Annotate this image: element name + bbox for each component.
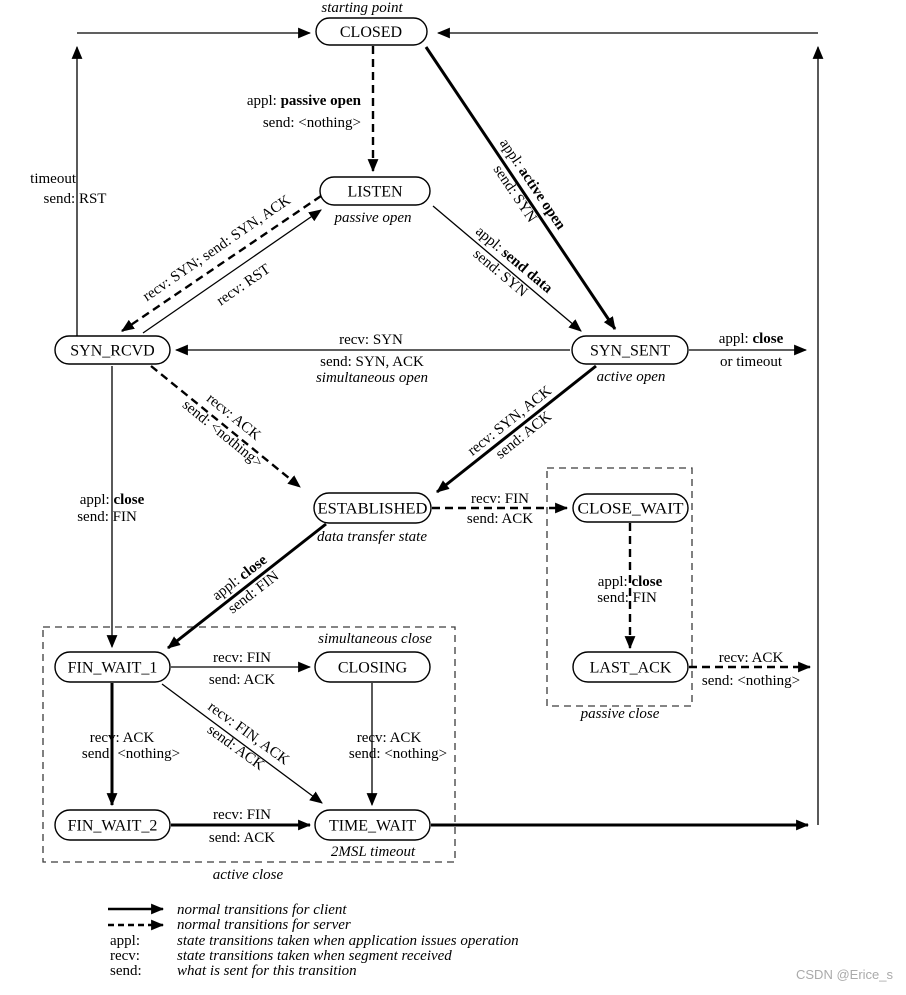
state-fin-wait-1-label: FIN_WAIT_1 bbox=[68, 660, 158, 677]
state-time-wait-label: TIME_WAIT bbox=[329, 818, 416, 835]
label-closewait-lastack-appl: appl: close bbox=[598, 574, 663, 590]
state-syn-rcvd: SYN_RCVD bbox=[54, 335, 171, 365]
state-syn-sent-label: SYN_SENT bbox=[590, 343, 670, 360]
legend-recv-desc: state transitions taken when segment rec… bbox=[177, 948, 452, 964]
annotation-passive-close: passive close bbox=[580, 706, 660, 722]
label-finwait2-timewait-recv: recv: FIN bbox=[213, 807, 271, 823]
watermark: CSDN @Erice_s bbox=[796, 967, 893, 982]
passive-close-box bbox=[546, 467, 693, 707]
annotation-simultaneous-close: simultaneous close bbox=[318, 631, 432, 647]
state-listen: LISTEN bbox=[319, 176, 431, 206]
state-fin-wait-1: FIN_WAIT_1 bbox=[54, 651, 171, 683]
label-finwait1-finwait2-send: send: <nothing> bbox=[82, 746, 180, 762]
annotation-starting-point: starting point bbox=[321, 0, 403, 16]
state-fin-wait-2-label: FIN_WAIT_2 bbox=[68, 818, 158, 835]
edge-listen-synsent bbox=[432, 205, 582, 332]
state-fin-wait-2: FIN_WAIT_2 bbox=[54, 809, 171, 841]
annotation-2msl-timeout: 2MSL timeout bbox=[331, 844, 416, 860]
annotation-active-close: active close bbox=[213, 867, 284, 883]
label-established-closewait-send: send: ACK bbox=[467, 511, 533, 527]
state-syn-rcvd-label: SYN_RCVD bbox=[70, 343, 154, 360]
label-lastack-closed-recv: recv: ACK bbox=[719, 650, 784, 666]
annotation-data-transfer-state: data transfer state bbox=[317, 529, 427, 545]
edge-synsent-established bbox=[436, 364, 597, 494]
label-synsent-synrcvd-recv: recv: SYN bbox=[339, 332, 403, 348]
edge-synrcvd-listen bbox=[142, 209, 322, 334]
label-finwait1-closing-recv: recv: FIN bbox=[213, 650, 271, 666]
label-synrcvd-finwait1-send: send: FIN bbox=[77, 509, 137, 525]
state-last-ack: LAST_ACK bbox=[572, 651, 689, 683]
annotation-simultaneous-open: simultaneous open bbox=[316, 370, 428, 386]
state-syn-sent: SYN_SENT bbox=[571, 335, 689, 365]
state-closed: CLOSED bbox=[315, 17, 428, 46]
state-closing: CLOSING bbox=[314, 651, 431, 683]
label-established-closewait-recv: recv: FIN bbox=[471, 491, 529, 507]
legend-recv-key: recv: bbox=[110, 948, 140, 964]
label-synsent-closed-appl: appl: close bbox=[719, 331, 784, 347]
legend-server-text: normal transitions for server bbox=[177, 917, 351, 933]
label-finwait1-finwait2-recv: recv: ACK bbox=[90, 730, 155, 746]
label-closing-timewait-recv: recv: ACK bbox=[357, 730, 422, 746]
edge-synrcvd-established bbox=[150, 365, 301, 488]
legend-send-desc: what is sent for this transition bbox=[177, 963, 357, 979]
edge-established-finwait1 bbox=[167, 522, 327, 650]
label-finwait2-timewait-send: send: ACK bbox=[209, 830, 275, 846]
state-listen-label: LISTEN bbox=[347, 184, 403, 201]
state-close-wait-label: CLOSE_WAIT bbox=[578, 501, 684, 518]
edge-listen-synrcvd bbox=[121, 195, 322, 332]
active-close-box bbox=[42, 626, 456, 863]
label-closing-timewait-send: send: <nothing> bbox=[349, 746, 447, 762]
state-established-label: ESTABLISHED bbox=[318, 501, 428, 518]
label-closewait-lastack-send: send: FIN bbox=[597, 590, 657, 606]
label-finwait1-closing-send: send: ACK bbox=[209, 672, 275, 688]
label-closed-listen-send: send: <nothing> bbox=[263, 115, 361, 131]
label-timeout: timeout bbox=[30, 171, 77, 187]
state-time-wait: TIME_WAIT bbox=[314, 809, 431, 841]
state-last-ack-label: LAST_ACK bbox=[590, 660, 672, 677]
label-synrcvd-finwait1-appl: appl: close bbox=[80, 492, 145, 508]
label-lastack-closed-send: send: <nothing> bbox=[702, 673, 800, 689]
state-closed-label: CLOSED bbox=[340, 24, 402, 41]
annotation-passive-open: passive open bbox=[333, 210, 411, 226]
legend-send-key: send: bbox=[110, 963, 142, 979]
legend: normal transitions for client normal tra… bbox=[108, 902, 519, 979]
state-closing-label: CLOSING bbox=[338, 660, 408, 677]
annotation-active-open: active open bbox=[597, 369, 666, 385]
label-timeout-send-rst: send: RST bbox=[44, 191, 107, 207]
label-synsent-closed-or-timeout: or timeout bbox=[720, 354, 783, 370]
edge-closed-synsent bbox=[424, 46, 617, 330]
legend-appl-desc: state transitions taken when application… bbox=[177, 933, 519, 949]
state-established: ESTABLISHED bbox=[313, 492, 432, 524]
legend-client-text: normal transitions for client bbox=[177, 902, 347, 918]
state-close-wait: CLOSE_WAIT bbox=[572, 493, 689, 523]
label-closed-listen-appl: appl: passive open bbox=[247, 93, 362, 109]
edge-finwait1-timewait bbox=[161, 683, 323, 804]
legend-appl-key: appl: bbox=[110, 933, 140, 949]
label-synsent-synrcvd-send: send: SYN, ACK bbox=[320, 354, 424, 370]
